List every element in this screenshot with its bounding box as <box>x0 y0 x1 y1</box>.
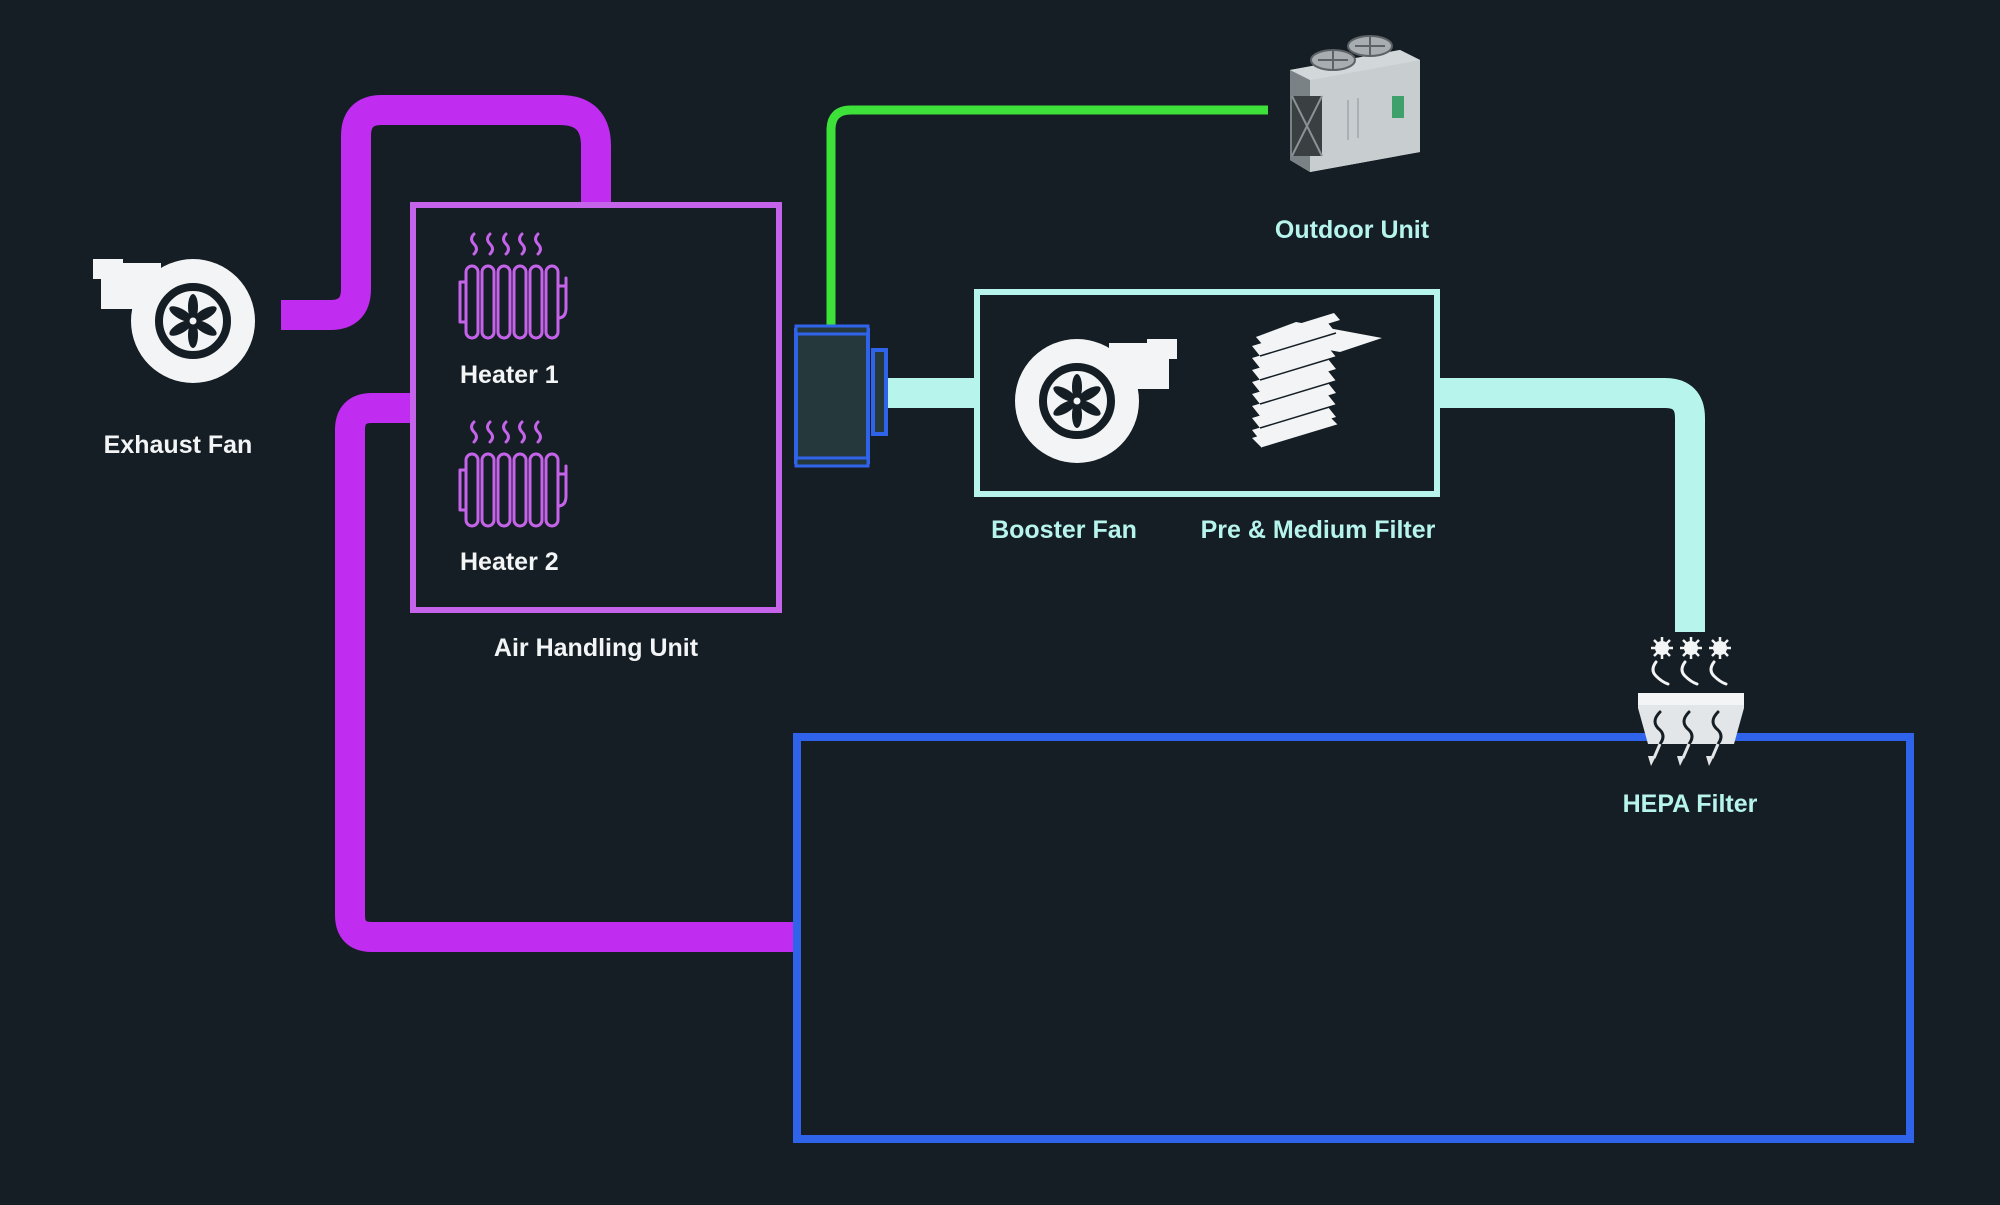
air-handling-unit-label: Air Handling Unit <box>493 634 699 662</box>
refrigerant-line <box>826 105 1268 335</box>
exhaust-fan-icon <box>93 259 255 383</box>
hepa-diffuser-icon <box>1638 637 1744 766</box>
condenser-unit-icon <box>1290 35 1420 172</box>
exhaust-fan-label: Exhaust Fan <box>103 431 253 459</box>
outdoor-unit-label: Outdoor Unit <box>1274 216 1430 244</box>
pre-medium-filter-label: Pre & Medium Filter <box>1200 516 1436 544</box>
coil-box-icon <box>794 324 888 468</box>
pleated-filter-icon <box>1252 313 1382 449</box>
booster-fan-label: Booster Fan <box>991 516 1137 544</box>
exhaust-duct <box>281 95 795 952</box>
hepa-filter-label: HEPA Filter <box>1622 790 1758 818</box>
heater-2-label: Heater 2 <box>460 548 559 576</box>
heater-1-label: Heater 1 <box>460 361 559 389</box>
air-handling-unit-box <box>410 202 782 613</box>
room-outline <box>793 733 1914 1143</box>
supply-duct <box>887 378 1705 632</box>
